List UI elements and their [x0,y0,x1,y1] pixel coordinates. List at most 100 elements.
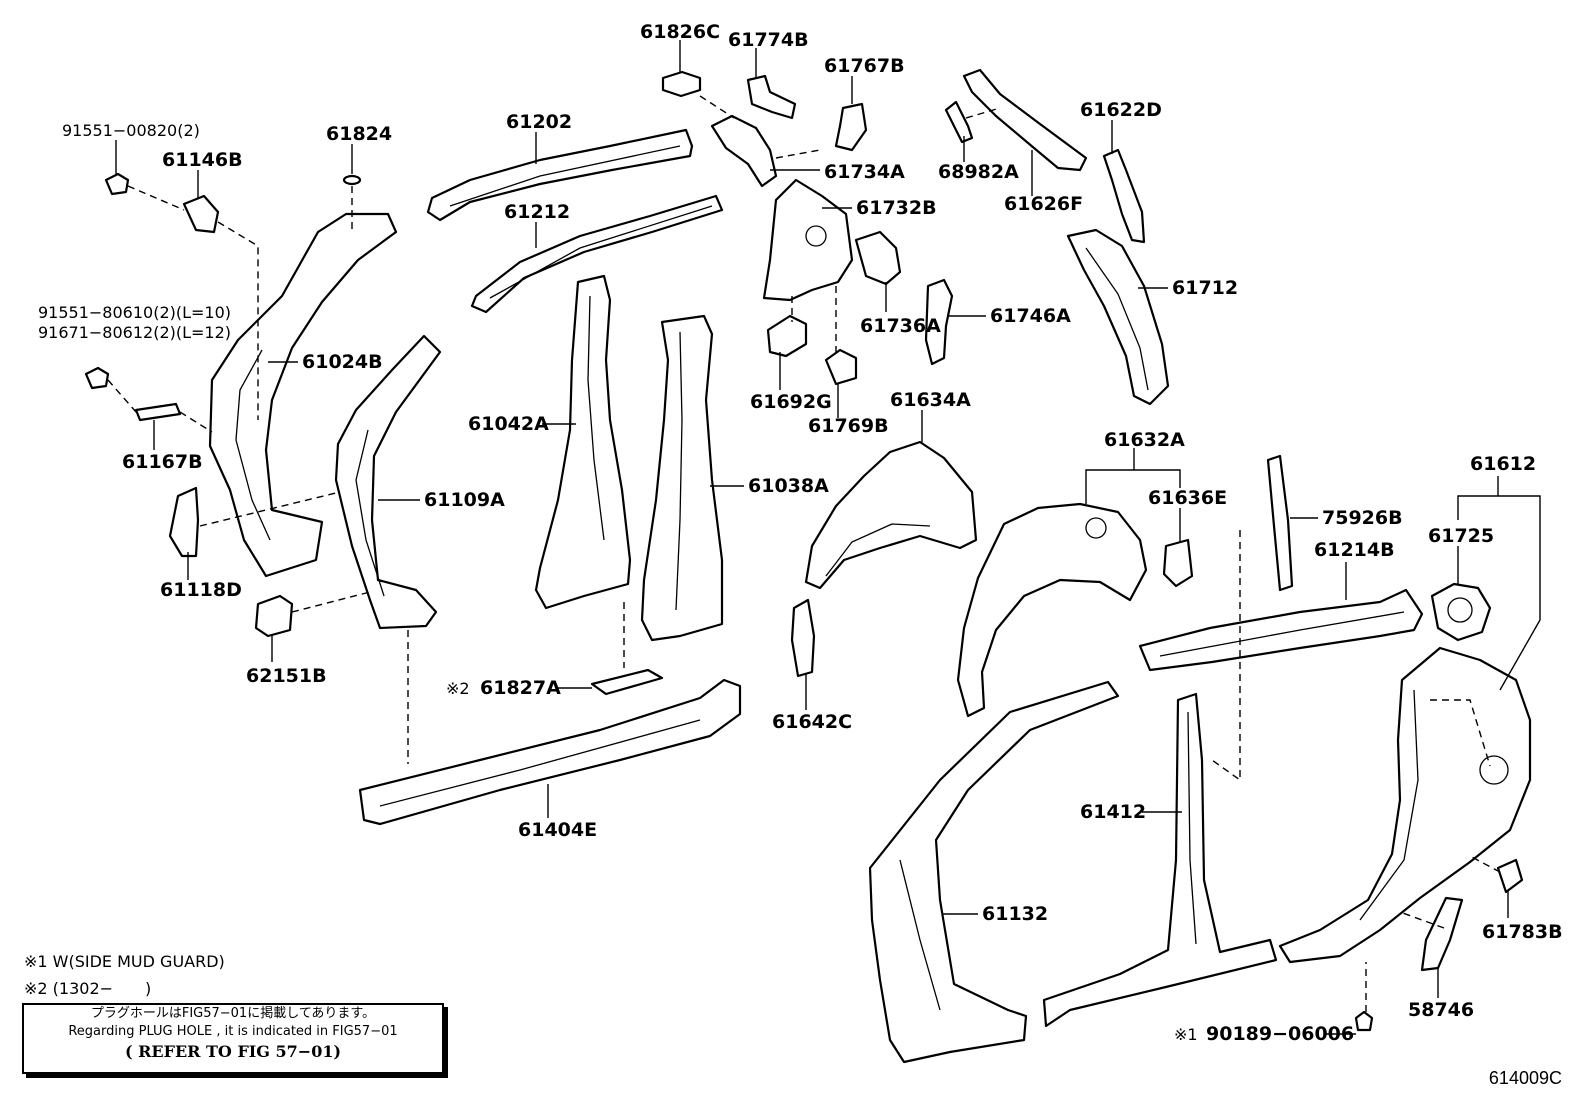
dash-61167b-to-61024b [179,411,213,433]
plug-hole-note-box: プラグホールはFIG57−01に掲載してあります。 Regarding PLUG… [22,1003,444,1074]
part-61132-detail [899,859,941,1011]
part-75926b-shape [1266,454,1294,592]
part-labels: 61826C 61774B 61767B 61202 61824 91551−0… [38,21,1563,1045]
label-61783b: 61783B [1482,921,1563,943]
label-61642c: 61642C [772,711,852,733]
assembly-dashed-lines [107,95,1501,1012]
dash-bolt2-to-61167b [107,379,137,413]
part-61642c-shape [790,598,816,678]
part-61692g-shape [766,314,808,358]
part-61827a-shape [590,668,664,696]
label-61826c: 61826C [640,21,720,43]
part-61826c-shape [661,70,702,98]
part-61212-detail [489,205,713,299]
label-61712: 61712 [1172,277,1238,299]
leader-61612-bracket [1457,495,1541,691]
label-61212: 61212 [504,201,570,223]
label-61626f: 61626F [1004,193,1083,215]
label-68982a: 68982A [938,161,1019,183]
label-61746a: 61746A [990,305,1071,327]
label-61146b: 61146B [162,149,243,171]
label-61038a: 61038A [748,475,829,497]
part-61167b-shape [134,402,182,422]
label-61769b: 61769B [808,415,889,437]
note-english: Regarding PLUG HOLE , it is indicated in… [68,1024,398,1039]
part-61212-shape [470,194,724,314]
part-61746a-shape [924,278,954,366]
leader-61632a-bracket [1085,469,1181,504]
part-91551-80610-shape [84,366,110,390]
dash-61734a-to-61732b [775,149,821,159]
part-61042a-detail [587,295,605,541]
part-68982a-shape [944,100,974,144]
part-61038a-shape [640,314,724,642]
label-61725: 61725 [1428,525,1494,547]
part-61634a-detail [825,523,931,577]
part-61412-detail [1187,711,1197,945]
part-61404e-shape [358,678,742,826]
label-61767b: 61767B [824,55,905,77]
part-61612-fuel-hole [1479,755,1509,785]
part-61774b-shape [746,74,797,120]
part-61783b-shape [1496,858,1524,894]
mark-note1-90189-06006: ※1 [1174,1025,1198,1044]
dash-62151b-to-61109a [291,591,371,613]
part-61712-detail [1085,247,1149,391]
label-61202: 61202 [506,111,572,133]
label-61774b: 61774B [728,29,809,51]
part-61712-shape [1066,228,1170,406]
label-91671-80612: 91671−80612(2)(L=12) [38,323,231,342]
label-61732b: 61732B [856,197,937,219]
label-61736a: 61736A [860,315,941,337]
part-61736a-shape [854,230,902,286]
part-61612-detail [1359,689,1419,921]
part-61769b-shape [824,348,858,386]
part-61634a-shape [804,440,978,590]
label-61734a: 61734A [824,161,905,183]
part-61214b-detail [1159,611,1405,657]
label-61214b: 61214B [1314,539,1395,561]
mark-note2-61827a: ※2 [446,679,470,698]
label-61109a: 61109A [424,489,505,511]
part-61626f-shape [962,68,1088,172]
dash-61612-to-61725 [1430,699,1491,767]
label-61042a: 61042A [468,413,549,435]
part-61725-ring [1447,597,1473,623]
part-61202-detail [449,145,681,207]
label-61636e: 61636E [1148,487,1227,509]
part-91551-00820-shape [104,172,130,196]
dash-61783b-to-61612 [1469,855,1501,873]
label-61118d: 61118D [160,579,242,601]
legend-note1: ※1 W(SIDE MUD GUARD) [24,952,225,971]
part-61042a-shape [534,274,632,610]
label-61024b: 61024B [302,351,383,373]
label-61404e: 61404E [518,819,597,841]
label-61827a: 61827A [480,677,561,699]
part-61632a-hole [1085,517,1107,539]
label-91551-80610: 91551−80610(2)(L=10) [38,303,231,322]
part-61038a-detail [675,331,683,611]
note-refer-to-fig: ( REFER TO FIG 57−01) [124,1042,342,1061]
label-75926b: 75926B [1322,507,1403,529]
label-90189-06006: 90189−06006 [1206,1023,1354,1045]
label-61622d: 61622D [1080,99,1162,121]
part-61132-shape [868,680,1120,1064]
label-61824: 61824 [326,123,392,145]
part-61636e-shape [1162,538,1194,588]
part-61734a-shape [710,114,778,188]
dash-61146b-to-61024b [217,221,259,420]
part-61732b-shape [762,178,854,302]
part-62151b-shape [254,594,294,638]
dash-61118d-to-61109a [199,491,341,527]
label-61167b: 61167B [122,451,203,473]
part-61612-shape [1278,646,1532,964]
part-61824-shape [342,174,362,186]
part-61024b-shape [208,212,398,578]
part-61725-shape [1430,582,1492,642]
label-91551-00820: 91551−00820(2) [62,121,200,140]
label-61412: 61412 [1080,801,1146,823]
legend-note2: ※2 (1302− ) [24,979,152,998]
part-61767b-shape [834,102,868,152]
part-shapes [84,68,1532,1064]
